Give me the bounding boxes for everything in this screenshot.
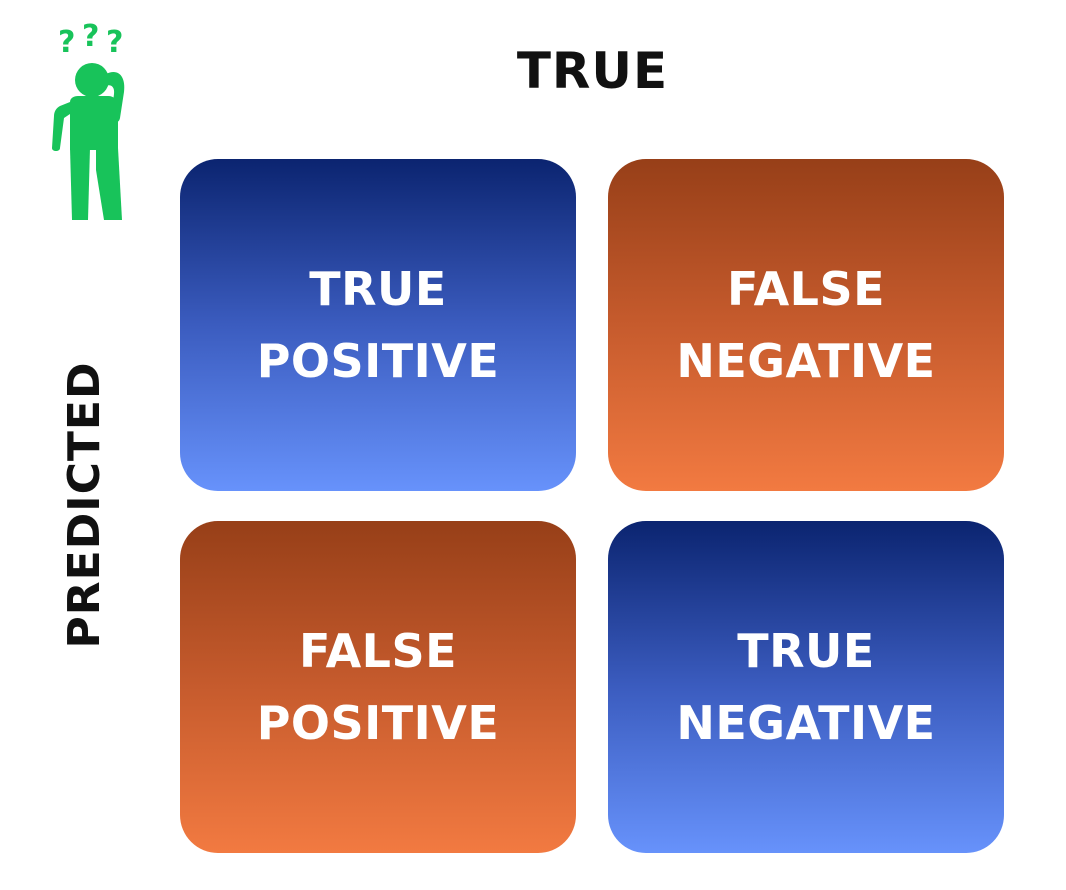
svg-text:?: ? [58,25,75,60]
cell-true-negative-line2: NEGATIVE [676,696,936,750]
confused-person-icon: ? ? ? [52,19,125,220]
cell-false-negative-line1: FALSE [726,262,886,316]
cell-false-positive-line1: FALSE [298,624,458,678]
cell-false-positive-line2: POSITIVE [256,696,500,750]
cell-false-negative: FALSE NEGATIVE [608,159,1004,491]
cell-false-positive: FALSE POSITIVE [180,521,576,853]
cell-true-negative: TRUE NEGATIVE [608,521,1004,853]
cell-true-negative-line1: TRUE [737,624,875,678]
cell-true-positive: TRUE POSITIVE [180,159,576,491]
cell-true-positive-line1: TRUE [309,262,447,316]
svg-text:?: ? [82,19,99,54]
row-header-container: PREDICTED [55,340,115,670]
cell-false-negative-line2: NEGATIVE [676,334,936,388]
row-header-predicted: PREDICTED [59,361,110,649]
svg-text:?: ? [106,25,123,60]
cell-true-positive-line2: POSITIVE [256,334,500,388]
column-header-true: TRUE [516,42,669,100]
